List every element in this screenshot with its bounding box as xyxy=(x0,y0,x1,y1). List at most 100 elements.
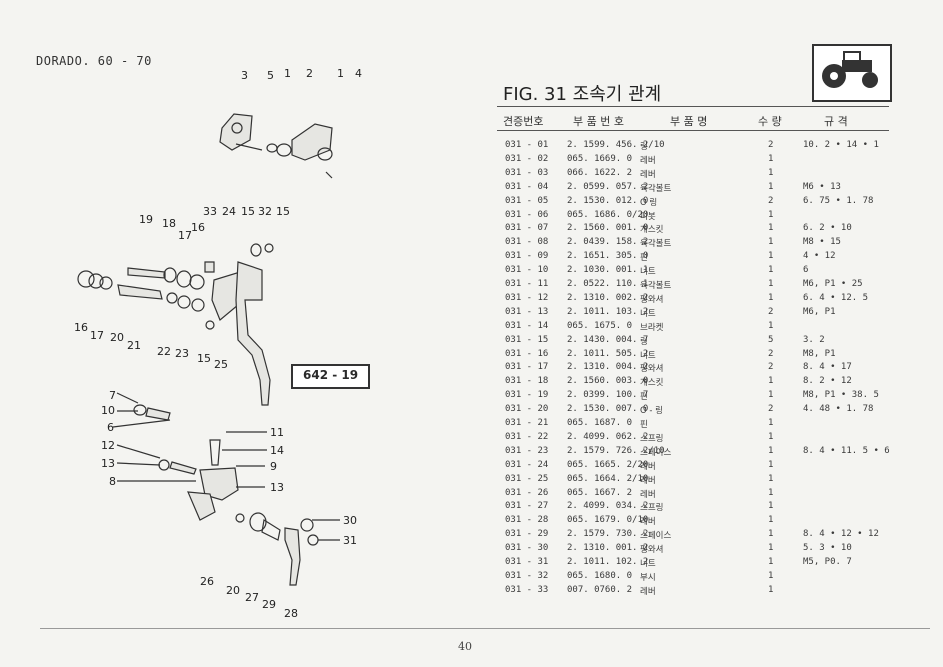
title-rule xyxy=(497,106,889,107)
cell-spec: 3. 2 xyxy=(803,334,825,345)
svg-text:8: 8 xyxy=(109,475,116,488)
cell-spec: M6 • 13 xyxy=(803,181,841,192)
cell-ref: 031 - 08 xyxy=(505,237,549,248)
cell-part-no: 2. 1560. 001. 0 xyxy=(567,223,649,234)
cell-ref: 031 - 18 xyxy=(505,376,549,387)
cell-name: 레버 xyxy=(640,169,656,180)
cell-name: 핀 xyxy=(640,392,648,403)
figure-title: FIG. 31 조속기 관계 xyxy=(503,84,662,105)
svg-text:20: 20 xyxy=(226,584,240,597)
cell-ref: 031 - 33 xyxy=(505,584,549,595)
cell-ref: 031 - 07 xyxy=(505,223,549,234)
cell-name: 육각볼트 xyxy=(640,239,672,250)
cell-qty: 1 xyxy=(768,487,774,498)
footer-rule xyxy=(40,628,930,629)
svg-text:6: 6 xyxy=(107,421,114,434)
cell-spec: M6, P1 • 25 xyxy=(803,279,863,289)
col-header-name: 부 품 명 xyxy=(670,115,708,128)
svg-text:4: 4 xyxy=(355,67,362,80)
cell-name: 너트 xyxy=(640,559,656,569)
cell-qty: 1 xyxy=(768,459,774,470)
header-rule xyxy=(497,130,889,131)
cell-spec: 8. 4 • 12 • 12 xyxy=(803,529,879,540)
cell-name: 레버 xyxy=(640,475,656,486)
svg-text:29: 29 xyxy=(262,598,276,611)
svg-text:7: 7 xyxy=(109,389,116,402)
cell-ref: 031 - 15 xyxy=(505,334,549,345)
svg-text:24: 24 xyxy=(222,205,236,218)
svg-text:21: 21 xyxy=(127,339,141,352)
cell-ref: 031 - 31 xyxy=(505,557,549,567)
cell-spec: 6. 2 • 10 xyxy=(803,223,852,234)
cell-part-no: 2. 1579. 730. 2 xyxy=(567,529,649,540)
cell-qty: 1 xyxy=(768,251,774,262)
cell-ref: 031 - 27 xyxy=(505,501,549,512)
svg-text:1: 1 xyxy=(337,67,344,80)
exploded-parts-diagram: 3 5 1 2 1 4 19 18 17 16 33 24 15 32 15 1… xyxy=(74,67,362,620)
cell-part-no: 2. 1651. 305. 0 xyxy=(567,251,649,262)
svg-text:16: 16 xyxy=(74,321,88,334)
cell-name: 레버 xyxy=(640,517,656,528)
svg-text:5: 5 xyxy=(267,69,274,82)
svg-text:11: 11 xyxy=(270,426,284,439)
cell-name: 개스킷 xyxy=(640,378,664,389)
cell-name: 평와셔 xyxy=(640,545,664,556)
cell-ref: 031 - 21 xyxy=(505,418,549,428)
cell-part-no: 2. 1430. 004. 7 xyxy=(567,334,649,345)
cell-ref: 031 - 29 xyxy=(505,529,549,540)
cell-qty: 1 xyxy=(768,501,774,512)
svg-text:15: 15 xyxy=(197,352,211,365)
svg-text:16: 16 xyxy=(191,221,205,234)
cell-part-no: 2. 1011. 103. 2 xyxy=(567,306,649,317)
cell-spec: M5, P0. 7 xyxy=(803,557,852,567)
svg-text:10: 10 xyxy=(101,404,115,417)
cell-part-no: 2. 1310. 004. 2 xyxy=(567,362,649,373)
cell-spec: M8 • 15 xyxy=(803,237,841,248)
cell-qty: 1 xyxy=(768,209,774,220)
cell-qty: 1 xyxy=(768,376,774,387)
cell-name: 스프링 xyxy=(640,433,664,444)
cell-name: 핀 xyxy=(640,253,648,264)
cell-qty: 5 xyxy=(768,334,774,345)
cell-qty: 1 xyxy=(768,292,774,303)
cell-part-no: 066. 1622. 2 xyxy=(567,167,633,178)
model-label: DORADO. 60 - 70 xyxy=(36,54,152,68)
cell-part-no: 2. 1011. 102. 2 xyxy=(567,557,649,567)
cell-spec: 6 xyxy=(803,265,809,276)
cell-name: 스페이스 xyxy=(640,531,672,542)
cell-part-no: 007. 0760. 2 xyxy=(567,584,633,595)
cell-spec: M8, P1 xyxy=(803,348,836,359)
cell-qty: 1 xyxy=(768,529,774,540)
cell-spec: M8, P1 • 38. 5 xyxy=(803,390,879,401)
col-header-part: 부 품 번 호 xyxy=(573,115,624,128)
cell-name: O 링 xyxy=(640,197,658,208)
svg-text:17: 17 xyxy=(90,329,104,342)
cell-name: 링 xyxy=(640,336,648,347)
cell-ref: 031 - 23 xyxy=(505,445,549,456)
cell-part-no: 065. 1665. 2/20 xyxy=(567,459,649,470)
cell-part-no: 2. 4099. 062. 2 xyxy=(567,431,649,442)
cell-part-no: 2. 1310. 001. 2 xyxy=(567,543,649,554)
cell-qty: 2 xyxy=(768,404,774,415)
cell-ref: 031 - 06 xyxy=(505,209,549,220)
svg-text:22: 22 xyxy=(157,345,171,358)
cell-qty: 1 xyxy=(768,181,774,192)
cell-part-no: 065. 1680. 0 xyxy=(567,570,633,581)
cell-part-no: 065. 1687. 0 xyxy=(567,418,633,428)
svg-text:1: 1 xyxy=(284,67,291,80)
svg-text:3: 3 xyxy=(241,69,248,82)
svg-text:13: 13 xyxy=(101,457,115,470)
svg-text:33: 33 xyxy=(203,205,217,218)
cell-part-no: 065. 1667. 2 xyxy=(567,487,633,498)
